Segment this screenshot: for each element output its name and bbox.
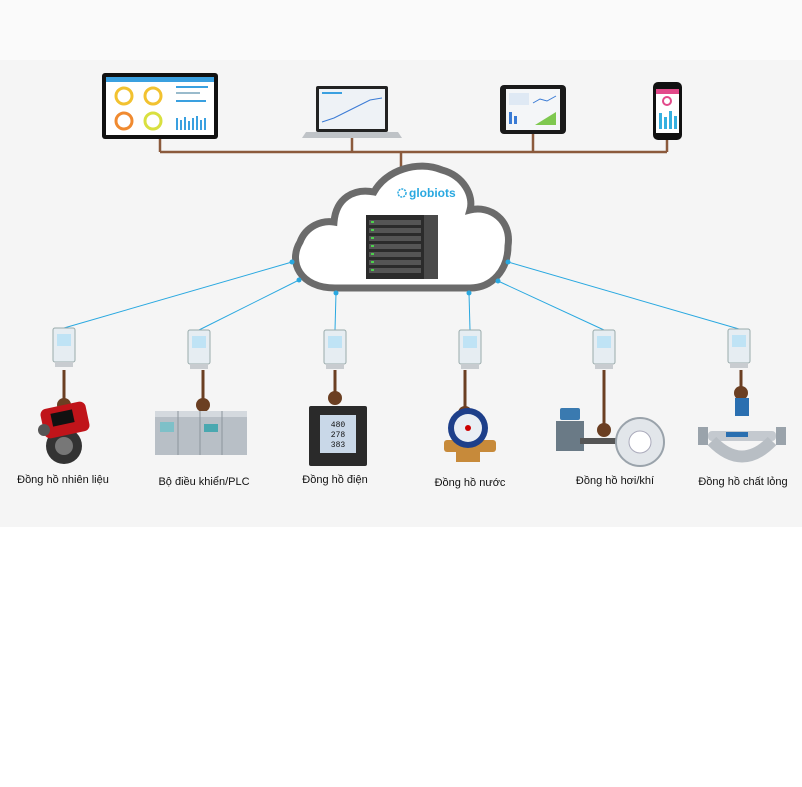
power-meter-icon: 480 278 383 (309, 406, 367, 466)
gateway-module-5 (592, 329, 616, 369)
device-label-steam-gas: Đồng hồ hơi/khí (576, 475, 654, 487)
svg-text:278: 278 (331, 431, 346, 440)
device-label-fuel: Đồng hồ nhiên liệu (17, 474, 109, 486)
logo-wordmark: globiots (409, 186, 456, 200)
link-nodes (289, 259, 511, 296)
top-strip (0, 0, 802, 60)
liquid-meter-icon (698, 398, 786, 463)
gateway-module-6 (727, 328, 751, 368)
plc-icon (155, 411, 247, 455)
smartphone-icon (653, 82, 682, 140)
globiots-logo: globiots (397, 186, 456, 200)
server-rack-icon (366, 215, 438, 279)
svg-text:480: 480 (331, 421, 346, 430)
device-label-power: Đồng hồ điện (302, 474, 367, 486)
svg-text:383: 383 (331, 441, 346, 450)
device-label-water: Đồng hồ nước (435, 477, 506, 489)
wireless-links (63, 261, 740, 331)
gateway-module-1 (52, 327, 76, 367)
device-label-plc: Bộ điều khiển/PLC (158, 476, 249, 488)
water-meter-icon (444, 408, 496, 462)
gateway-module-2 (187, 329, 211, 369)
device-label-liquid: Đồng hồ chất lỏng (698, 476, 787, 488)
fuel-meter-icon (38, 401, 90, 464)
gateway-module-3 (323, 329, 347, 369)
steam-gas-meter-icon (556, 408, 665, 467)
tablet-icon (500, 85, 566, 134)
gateway-module-4 (458, 329, 482, 369)
laptop-icon (302, 86, 402, 138)
monitor-icon (102, 73, 218, 139)
